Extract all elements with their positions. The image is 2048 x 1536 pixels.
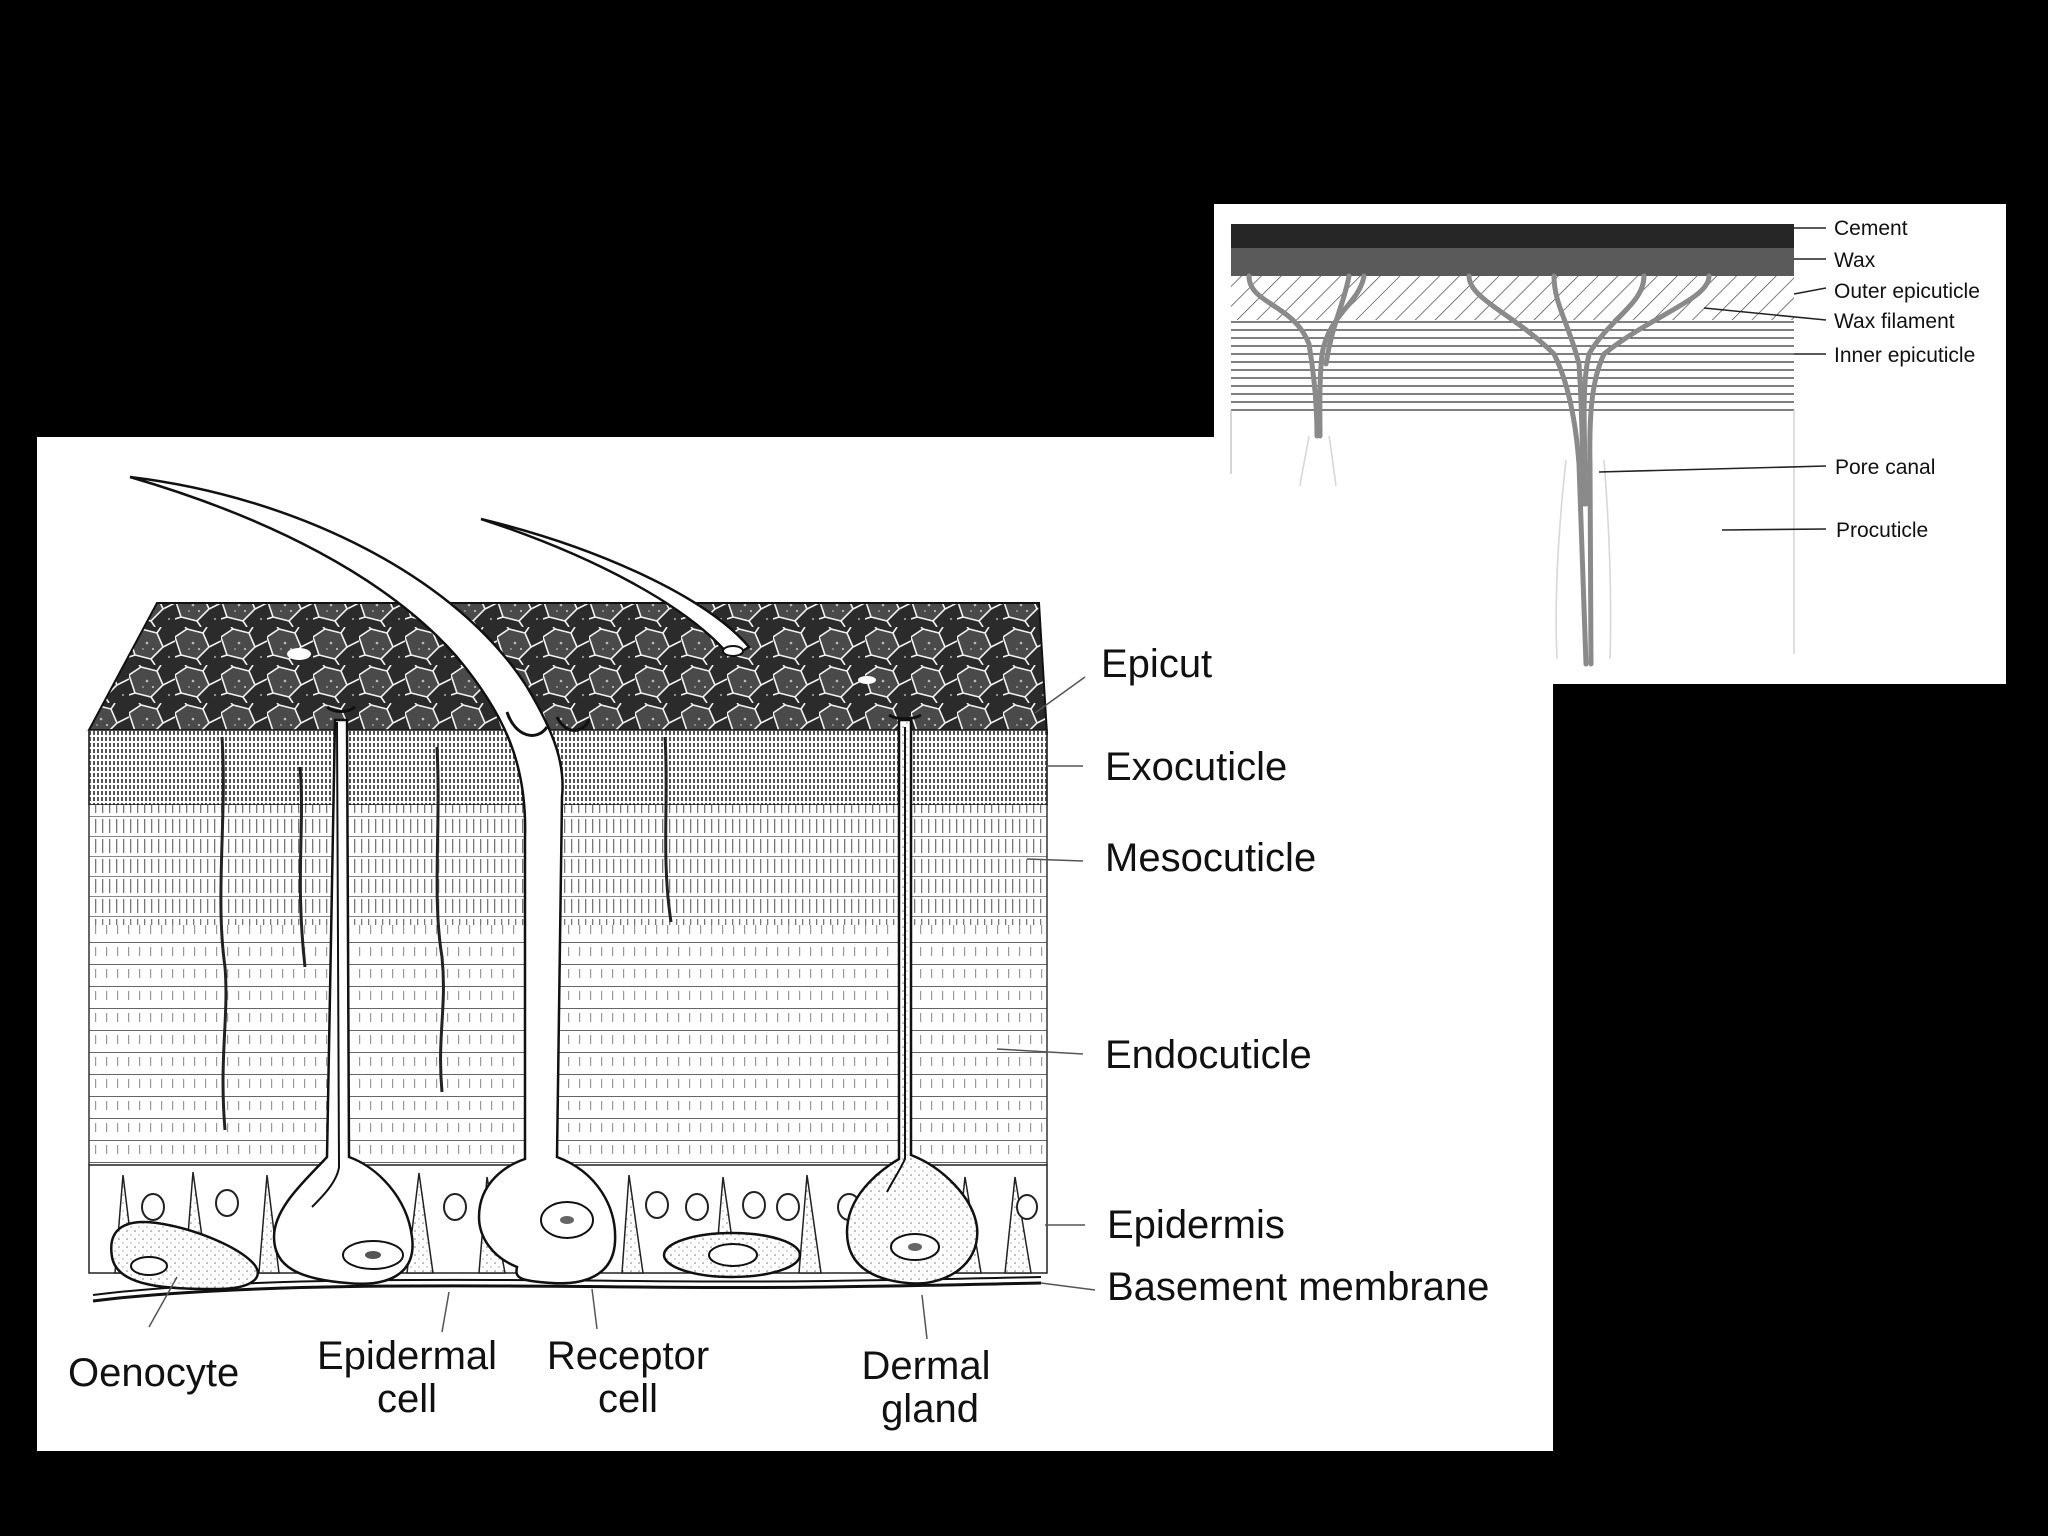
basement-membrane-line (92, 1281, 1042, 1303)
label-inner-epicuticle: Inner epicuticle (1834, 344, 1975, 367)
label-outer-epicuticle: Outer epicuticle (1834, 280, 1980, 303)
receptor-cell-with-seta (129, 475, 617, 1285)
label-leader-lines (148, 676, 1096, 1340)
label-dermal-gland-line2: gland (881, 1387, 979, 1431)
wax-filaments (1246, 273, 1712, 667)
cement-layer (1231, 224, 1794, 248)
pore-canal-walls (1299, 435, 1612, 660)
inner-epicuticle-layer (1231, 321, 1794, 411)
label-receptor-cell-line1: Receptor (547, 1334, 709, 1378)
endocuticle-layer (89, 925, 1047, 1165)
mesocuticle-layer (89, 805, 1047, 925)
label-receptor-cell-line2: cell (598, 1377, 658, 1421)
surface-pore (858, 676, 876, 684)
label-wax: Wax (1834, 249, 1876, 272)
label-exocuticle: Exocuticle (1105, 745, 1287, 789)
epicuticle-detail-panel: Cement Wax Outer epicuticle Wax filament… (1214, 204, 2006, 684)
inset-leader-lines (1598, 227, 1827, 531)
label-epidermis: Epidermis (1107, 1203, 1285, 1247)
label-wax-filament: Wax filament (1834, 310, 1955, 333)
label-cement: Cement (1834, 217, 1908, 240)
label-basement-membrane: Basement membrane (1107, 1265, 1489, 1309)
epicuticle-surface (87, 602, 1049, 736)
dermal-gland-cell (845, 718, 979, 1285)
wax-layer (1231, 248, 1794, 276)
label-mesocuticle: Mesocuticle (1105, 836, 1316, 880)
surface-pore (287, 648, 311, 660)
label-oenocyte: Oenocyte (68, 1351, 239, 1395)
label-epidermal-cell-line2: cell (377, 1377, 437, 1421)
epicuticle-detail-diagram: Cement Wax Outer epicuticle Wax filament… (1230, 217, 1980, 667)
label-pore-canal: Pore canal (1835, 456, 1935, 479)
label-epidermal-cell-line1: Epidermal (317, 1334, 497, 1378)
label-procuticle: Procuticle (1836, 519, 1928, 542)
outer-epicuticle-layer (1231, 276, 1794, 320)
label-dermal-gland-line1: Dermal (862, 1344, 991, 1388)
label-endocuticle: Endocuticle (1105, 1033, 1312, 1077)
cuticle-cross-section-diagram: Epicuticle Exocuticle Mesocuticle Endocu… (68, 475, 1489, 1431)
epidermal-gland-cell (272, 718, 414, 1285)
pore-canals (219, 736, 673, 1131)
